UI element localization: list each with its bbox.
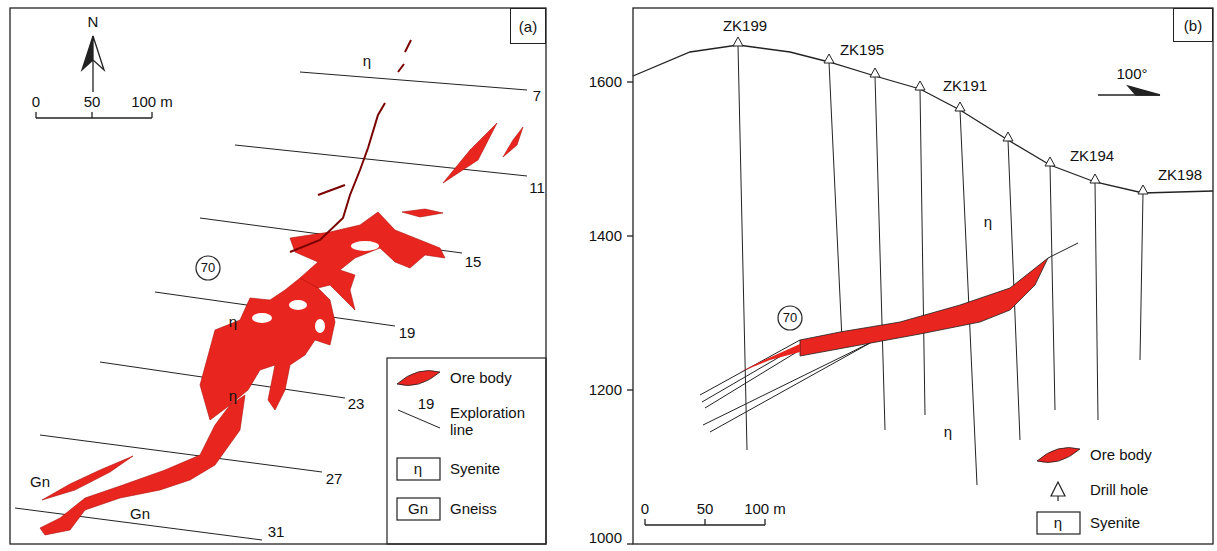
map-label: 100 m bbox=[744, 501, 786, 518]
panel-letter: (b) bbox=[1184, 17, 1202, 34]
map-label: 100° bbox=[1116, 66, 1147, 83]
map-label: 0 bbox=[32, 94, 40, 111]
map-label: Gn bbox=[30, 474, 50, 491]
ore-body bbox=[40, 123, 523, 535]
drill-hole-symbol bbox=[733, 37, 1148, 194]
map-label: ZK191 bbox=[943, 78, 987, 95]
map-label: Gn bbox=[408, 501, 428, 518]
map-label: Gn bbox=[130, 506, 150, 523]
legend-swatch bbox=[397, 371, 440, 386]
map-label: η bbox=[414, 461, 422, 478]
map-label: η bbox=[363, 53, 371, 70]
map-label: η bbox=[944, 424, 952, 441]
map-label: 1000 bbox=[589, 530, 622, 547]
map-label: η bbox=[229, 314, 237, 331]
map-label: 27 bbox=[326, 471, 343, 488]
axis-tick bbox=[627, 82, 633, 544]
legend-text: Exploration line bbox=[450, 405, 536, 438]
callout-number: 70 bbox=[201, 261, 215, 275]
ore-gap bbox=[252, 241, 379, 333]
exploration-line bbox=[15, 72, 527, 540]
map-label: N bbox=[88, 14, 99, 31]
legend-frame bbox=[387, 358, 546, 544]
map-label: ZK195 bbox=[840, 42, 884, 59]
legend-text: Gneiss bbox=[450, 501, 497, 518]
map-label: ZK199 bbox=[723, 18, 767, 35]
panel-tag: (b) bbox=[1173, 8, 1213, 42]
scale-bar bbox=[36, 112, 152, 118]
map-label: 1200 bbox=[589, 382, 622, 399]
panel-frame bbox=[633, 8, 1213, 544]
callout-number: 70 bbox=[783, 311, 797, 325]
legend-swatch bbox=[1037, 448, 1080, 463]
map-label: 31 bbox=[268, 524, 285, 541]
map-label: η bbox=[1054, 515, 1062, 532]
map-label: 19 bbox=[418, 396, 435, 413]
drill-hole bbox=[738, 45, 1143, 485]
map-label: ZK194 bbox=[1070, 148, 1114, 165]
map-label: 7 bbox=[533, 88, 541, 105]
legend-text: Syenite bbox=[1090, 515, 1140, 532]
legend-sample bbox=[1037, 482, 1080, 534]
map-label: η bbox=[229, 388, 237, 405]
map-label: 1400 bbox=[589, 228, 622, 245]
map-label: 50 bbox=[84, 94, 101, 111]
legend-text: Drill hole bbox=[1090, 482, 1148, 499]
panel-letter: (a) bbox=[519, 18, 537, 35]
map-label: η bbox=[984, 214, 992, 231]
map-label: 1600 bbox=[589, 74, 622, 91]
map-label: 19 bbox=[399, 325, 416, 342]
ore-vein bbox=[290, 40, 411, 252]
ore-body bbox=[700, 243, 1078, 432]
map-label: 0 bbox=[641, 501, 649, 518]
map-label: 15 bbox=[465, 254, 482, 271]
callout-circle bbox=[196, 256, 220, 280]
panel-tag: (a) bbox=[510, 8, 546, 44]
north-arrow bbox=[82, 36, 104, 92]
map-label: 50 bbox=[697, 501, 714, 518]
legend-text: Ore body bbox=[450, 370, 512, 387]
callout-circle bbox=[778, 306, 802, 330]
scale-bar bbox=[645, 519, 765, 525]
direction-arrow bbox=[1098, 86, 1160, 95]
legend-text: Syenite bbox=[450, 461, 500, 478]
map-label: 100 m bbox=[131, 94, 173, 111]
panel-frame bbox=[10, 8, 546, 544]
topography bbox=[633, 45, 1213, 193]
map-label: 11 bbox=[529, 180, 545, 197]
map-label: ZK198 bbox=[1158, 167, 1202, 184]
map-label: 23 bbox=[348, 396, 365, 413]
legend-text: Ore body bbox=[1090, 447, 1152, 464]
